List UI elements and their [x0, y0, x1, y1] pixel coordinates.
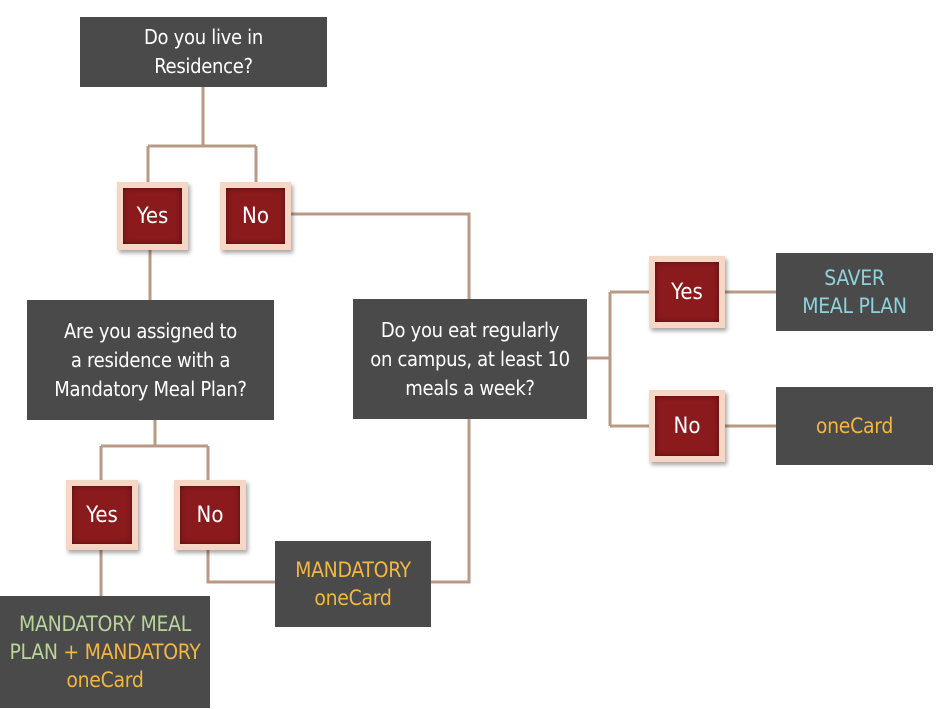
- question-mandatory-plan: Are you assigned to a residence with a M…: [27, 300, 274, 420]
- result-saver-line2: MEAL PLAN: [802, 294, 907, 318]
- answer-mandatory-no: No: [174, 480, 246, 550]
- question-mandatory-line1: Are you assigned to: [64, 318, 237, 343]
- connector-residence: [146, 87, 258, 182]
- answer-residence-yes-label: Yes: [123, 188, 182, 244]
- question-residence: Do you live in Residence?: [80, 17, 327, 87]
- result-mandatory-onecard: MANDATORY oneCard: [275, 541, 431, 627]
- answer-residence-no-label: No: [226, 188, 285, 244]
- question-mandatory-line2: a residence with a: [70, 347, 231, 372]
- result-saver-line1: SAVER: [824, 266, 885, 290]
- result-combo-line3: oneCard: [66, 668, 144, 692]
- connector-campus-right: [587, 290, 650, 428]
- question-residence-line1: Do you live in: [144, 25, 263, 49]
- connector-mandatory: [99, 420, 210, 480]
- question-mandatory-line3: Mandatory Meal Plan?: [54, 376, 247, 401]
- result-combo-plan: PLAN: [9, 640, 58, 664]
- result-onecard: oneCard: [776, 387, 933, 465]
- result-saver-meal-plan: SAVER MEAL PLAN: [776, 253, 933, 331]
- result-mandatory-onecard-line1: MANDATORY: [295, 558, 411, 582]
- answer-residence-no: No: [220, 182, 291, 250]
- answer-campus-no-label: No: [655, 396, 719, 456]
- question-campus-line2: on campus, at least 10: [370, 346, 570, 371]
- answer-campus-no: No: [649, 390, 725, 462]
- answer-campus-yes: Yes: [649, 256, 725, 328]
- result-combo-line1: MANDATORY MEAL: [18, 612, 192, 636]
- question-campus-line1: Do you eat regularly: [380, 317, 560, 342]
- result-combo-mandatory: MANDATORY: [84, 640, 201, 664]
- result-combo-line2: PLAN + MANDATORY: [9, 638, 200, 666]
- answer-residence-yes: Yes: [117, 182, 188, 250]
- question-campus-line3: meals a week?: [405, 375, 535, 400]
- answer-mandatory-yes-label: Yes: [72, 486, 132, 544]
- result-onecard-label: oneCard: [815, 414, 894, 438]
- result-combo-plus: +: [63, 640, 79, 664]
- answer-mandatory-yes: Yes: [66, 480, 138, 550]
- connector-residence-no: [290, 212, 471, 300]
- question-eat-on-campus: Do you eat regularly on campus, at least…: [353, 299, 587, 419]
- answer-mandatory-no-label: No: [180, 486, 240, 544]
- result-mandatory-onecard-line2: oneCard: [314, 586, 392, 610]
- result-mandatory-meal-plan-combo: MANDATORY MEAL PLAN + MANDATORY oneCard: [0, 596, 210, 708]
- question-residence-line2: Residence?: [154, 54, 253, 78]
- connector-campus-down: [431, 419, 471, 584]
- connector-mandatory-no: [206, 550, 276, 584]
- answer-campus-yes-label: Yes: [655, 262, 719, 322]
